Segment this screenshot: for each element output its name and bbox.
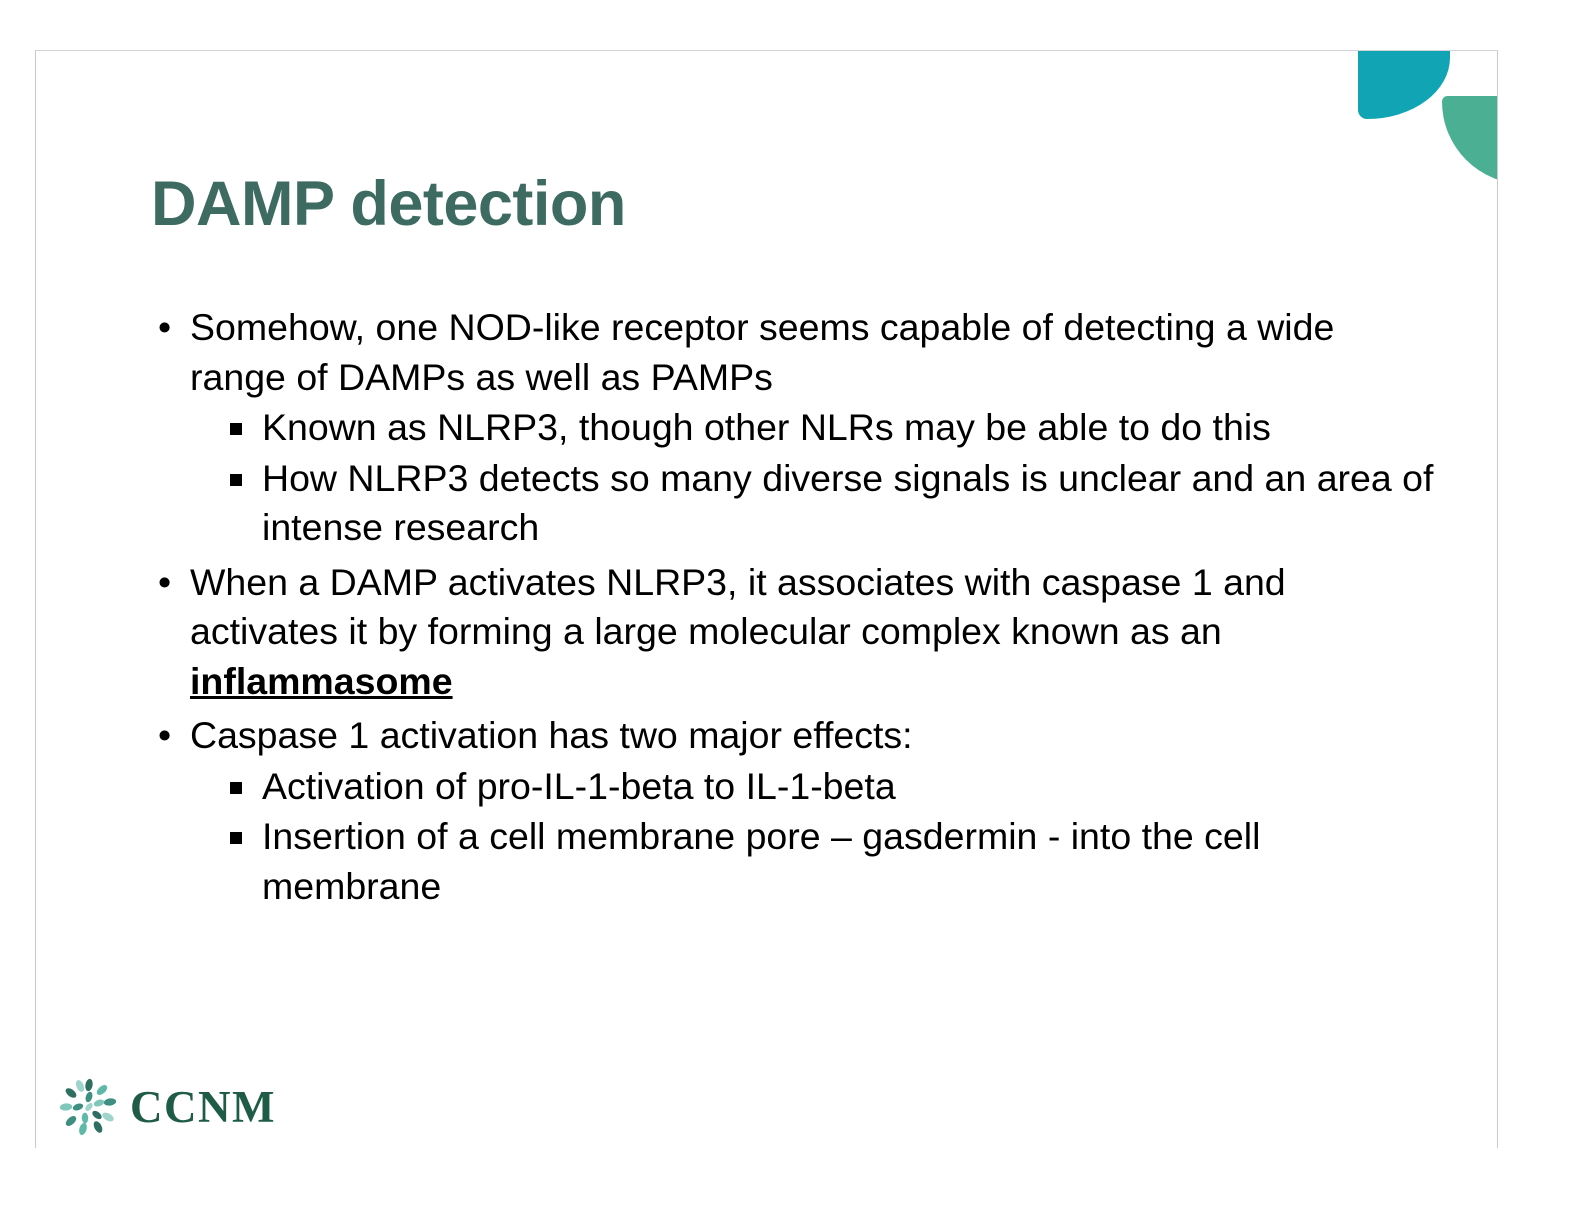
- list-item-text: Somehow, one NOD-like receptor seems cap…: [190, 306, 1335, 398]
- list-item-text: When a DAMP activates NLRP3, it associat…: [190, 558, 1436, 707]
- bullet-square-icon: [230, 423, 242, 435]
- emphasis-inflammasome: inflammasome: [190, 659, 453, 702]
- list-item: Insertion of a cell membrane pore – gasd…: [146, 812, 1436, 911]
- ccnm-leaf-mark-icon: [58, 1076, 120, 1138]
- presentation-slide: DAMP detection • Somehow, one NOD-like r…: [35, 50, 1498, 1148]
- bullet-dot-icon: •: [158, 714, 172, 756]
- list-item: • Caspase 1 activation has two major eff…: [146, 711, 1436, 761]
- bullet-square-icon: [230, 832, 242, 844]
- leaf-shape-green-icon: [1442, 96, 1497, 184]
- bullet-dot-icon: •: [158, 560, 172, 603]
- list-item-text: Activation of pro-IL-1-beta to IL-1-beta: [262, 764, 896, 807]
- list-item: Known as NLRP3, though other NLRs may be…: [146, 403, 1436, 453]
- ccnm-logo: CCNM: [58, 1064, 318, 1148]
- list-item: Activation of pro-IL-1-beta to IL-1-beta: [146, 762, 1436, 812]
- bullet-dot-icon: •: [158, 306, 172, 348]
- slide-body-list: • Somehow, one NOD-like receptor seems c…: [146, 303, 1436, 912]
- bullet-square-icon: [230, 781, 242, 794]
- list-item-text: Known as NLRP3, though other NLRs may be…: [262, 406, 1271, 448]
- slide-title: DAMP detection: [151, 169, 626, 239]
- list-item-text: Caspase 1 activation has two major effec…: [190, 714, 913, 756]
- list-item: • Somehow, one NOD-like receptor seems c…: [146, 303, 1436, 402]
- list-item: • When a DAMP activates NLRP3, it associ…: [146, 558, 1436, 707]
- ccnm-logo-text: CCNM: [130, 1081, 276, 1132]
- list-item-text: Insertion of a cell membrane pore – gasd…: [262, 815, 1261, 907]
- list-item-text: How NLRP3 detects so many diverse signal…: [262, 456, 1434, 549]
- leaf-shape-cyan-icon: [1358, 51, 1450, 119]
- bullet-square-icon: [230, 473, 242, 486]
- list-item-text-prefix: When a DAMP activates NLRP3, it associat…: [190, 560, 1286, 653]
- list-item: How NLRP3 detects so many diverse signal…: [146, 454, 1436, 553]
